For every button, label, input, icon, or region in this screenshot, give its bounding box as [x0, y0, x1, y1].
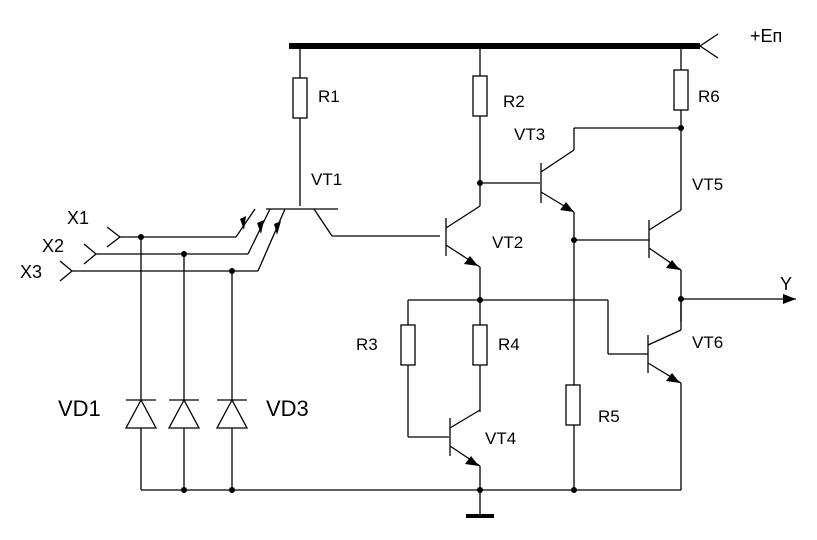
resistor-r1: [292, 48, 308, 206]
input-x2-line: [83, 243, 248, 265]
x3-label: X3: [20, 262, 42, 282]
junction-dot: [181, 487, 187, 493]
vd3-label: VD3: [266, 396, 309, 421]
resistor-r3: [400, 300, 449, 438]
output-label: Y: [780, 274, 792, 294]
diode-vd3: [215, 271, 249, 490]
transistor-vt3: [540, 127, 681, 490]
r1-label: R1: [318, 87, 340, 106]
transistor-vt2: [445, 205, 481, 300]
x1-label: X1: [67, 208, 89, 228]
transistor-vt4: [449, 409, 481, 490]
vt5-label: VT5: [692, 175, 723, 194]
input-x3-line: [59, 260, 258, 282]
junction-dot: [229, 487, 235, 493]
r4-label: R4: [498, 335, 520, 354]
diode-vd1: [124, 237, 158, 490]
transistor-vt6: [647, 299, 682, 490]
power-label: +Еп: [750, 26, 782, 46]
junction-dot: [571, 487, 577, 493]
r2-label: R2: [503, 92, 525, 111]
ground-icon: [466, 490, 494, 518]
output-terminal: [681, 294, 796, 304]
resistor-r4: [472, 300, 488, 412]
vt3-label: VT3: [514, 125, 545, 144]
r6-label: R6: [698, 87, 720, 106]
vd1-label: VD1: [58, 396, 101, 421]
r5-label: R5: [598, 407, 620, 426]
vt2-label: VT2: [492, 233, 523, 252]
power-terminal: [699, 33, 719, 59]
vt6-label: VT6: [692, 333, 723, 352]
input-x1-line: [106, 226, 236, 248]
transistor-vt5: [648, 128, 682, 322]
vt1-label: VT1: [311, 170, 342, 189]
vt4-label: VT4: [485, 429, 516, 448]
r3-label: R3: [356, 335, 378, 354]
resistor-r2: [472, 48, 488, 206]
diode-vd2: [167, 254, 201, 490]
resistor-r6: [673, 48, 689, 128]
transistor-vt1: [235, 208, 440, 272]
resistor-r5: [565, 384, 581, 426]
x2-label: X2: [42, 236, 64, 256]
